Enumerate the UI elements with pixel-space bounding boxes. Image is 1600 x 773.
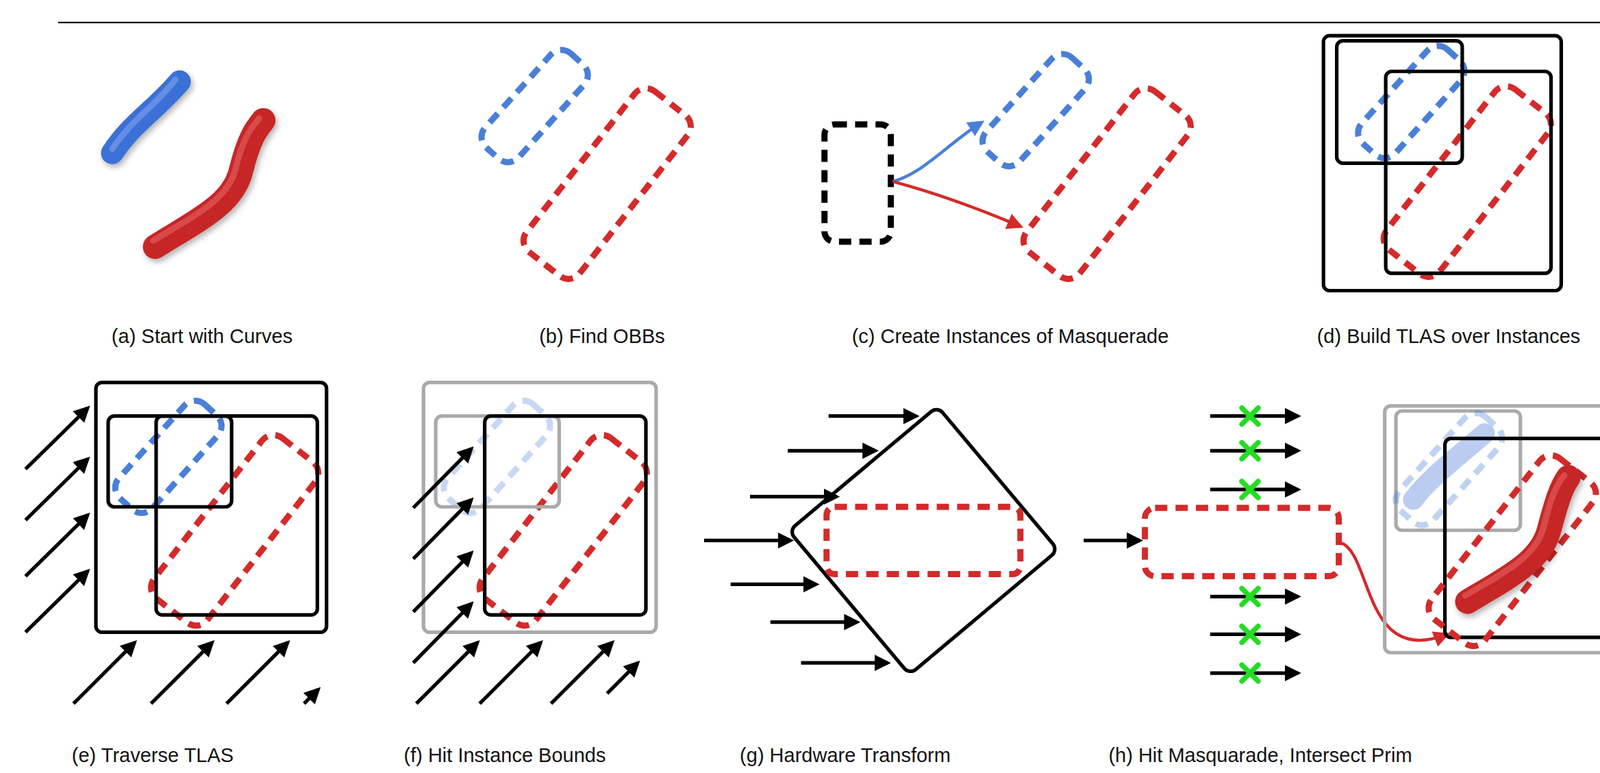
masquerade-instances [824, 47, 1197, 285]
figure-stroke [1445, 438, 1600, 637]
panel-caption: (c) Create Instances of Masquerade [852, 326, 1170, 348]
figure-stroke [1241, 626, 1259, 644]
figure-stroke [1241, 408, 1259, 682]
figure-stroke [1336, 41, 1463, 164]
figure-stroke [156, 416, 318, 616]
panel-caption: (b) Find OBBs [539, 326, 666, 348]
figure-stroke [304, 689, 319, 705]
figure-stroke [73, 642, 135, 704]
panel-caption: (e) Traverse TLAS [71, 745, 234, 768]
figure-stroke [606, 663, 638, 694]
figure-stroke [787, 449, 876, 453]
figure-stroke [730, 582, 817, 587]
figure-stroke [976, 47, 1095, 172]
frame-line [58, 21, 1600, 24]
traverse-tlas [25, 382, 327, 705]
panel-caption: (f) Hit Instance Bounds [404, 745, 607, 768]
figure-stroke [1385, 71, 1551, 274]
figure-stroke [1241, 588, 1259, 605]
figure-stroke [1422, 450, 1600, 653]
figure-stroke [416, 642, 478, 704]
figure-stroke [517, 82, 697, 285]
figure-stroke [152, 118, 259, 242]
figure-stroke [828, 414, 917, 418]
figure-stroke [413, 448, 638, 704]
figure-stroke [1339, 542, 1447, 641]
figure-stroke [1323, 35, 1561, 291]
figure-stroke [1378, 80, 1557, 283]
figure-stroke [109, 395, 228, 520]
figure-stroke [1241, 408, 1259, 425]
figure-stroke [473, 429, 653, 632]
figure-stroke [550, 642, 612, 704]
hit-masquerade [1083, 406, 1600, 682]
figure-stroke [437, 395, 556, 520]
tlas [1323, 35, 1561, 291]
figure-stroke [1241, 442, 1259, 459]
figure-stroke [25, 515, 88, 577]
figure-stroke [25, 408, 88, 470]
figure-stroke [95, 382, 327, 633]
figure-stroke [800, 661, 888, 666]
panel-caption: (d) Build TLAS over Instances [1317, 326, 1581, 348]
figure-stroke [226, 642, 288, 704]
figure-stroke [826, 506, 1021, 574]
figure-stroke [413, 448, 472, 508]
figure-stroke [150, 642, 212, 704]
figure-stroke [1352, 39, 1470, 164]
figure-stroke [112, 81, 180, 153]
figure-stroke [413, 552, 472, 612]
figure-stroke [145, 429, 324, 632]
curves [112, 79, 264, 247]
figure-stroke [475, 43, 594, 168]
figure-stroke [25, 408, 319, 705]
figure-stroke [893, 122, 983, 182]
figure-stroke [1145, 508, 1340, 577]
hardware-transform [704, 406, 1059, 675]
panel-caption: (h) Hit Masquarade, Intersect Prim [1108, 745, 1412, 768]
figure-stroke [789, 406, 1059, 675]
figure-stroke [25, 458, 88, 520]
figure-stroke [423, 382, 657, 633]
figure-stroke [1017, 82, 1197, 285]
figure-stroke [893, 181, 1021, 227]
figure-stroke [413, 500, 472, 559]
figure-stroke [750, 495, 837, 499]
figure-stroke [1465, 475, 1568, 603]
figure-stroke [770, 620, 858, 624]
figure-stroke [435, 416, 559, 508]
figure-stroke [479, 642, 541, 704]
panel-caption: (g) Hardware Transform [739, 745, 951, 768]
figure-stroke [484, 416, 646, 616]
figure-stroke [1389, 407, 1508, 532]
figure-stroke [413, 604, 472, 664]
figure-stroke [1210, 416, 1298, 674]
figure-stroke [824, 124, 892, 242]
figure-stroke [704, 539, 792, 543]
figure-stroke [704, 416, 917, 664]
panel-caption: (a) Start with Curves [111, 326, 293, 348]
figure-stroke [1389, 407, 1508, 532]
figure-stroke [1241, 665, 1259, 682]
figure-stroke [1465, 475, 1565, 596]
figure-stroke [112, 79, 176, 149]
figure-stroke [1384, 406, 1600, 653]
obbs [475, 43, 696, 285]
hit-instance-bounds [413, 382, 657, 705]
figure-stroke [1241, 481, 1259, 498]
figure-stroke [108, 416, 232, 508]
figure-stroke [25, 571, 88, 633]
figure-stroke [1083, 539, 1140, 543]
